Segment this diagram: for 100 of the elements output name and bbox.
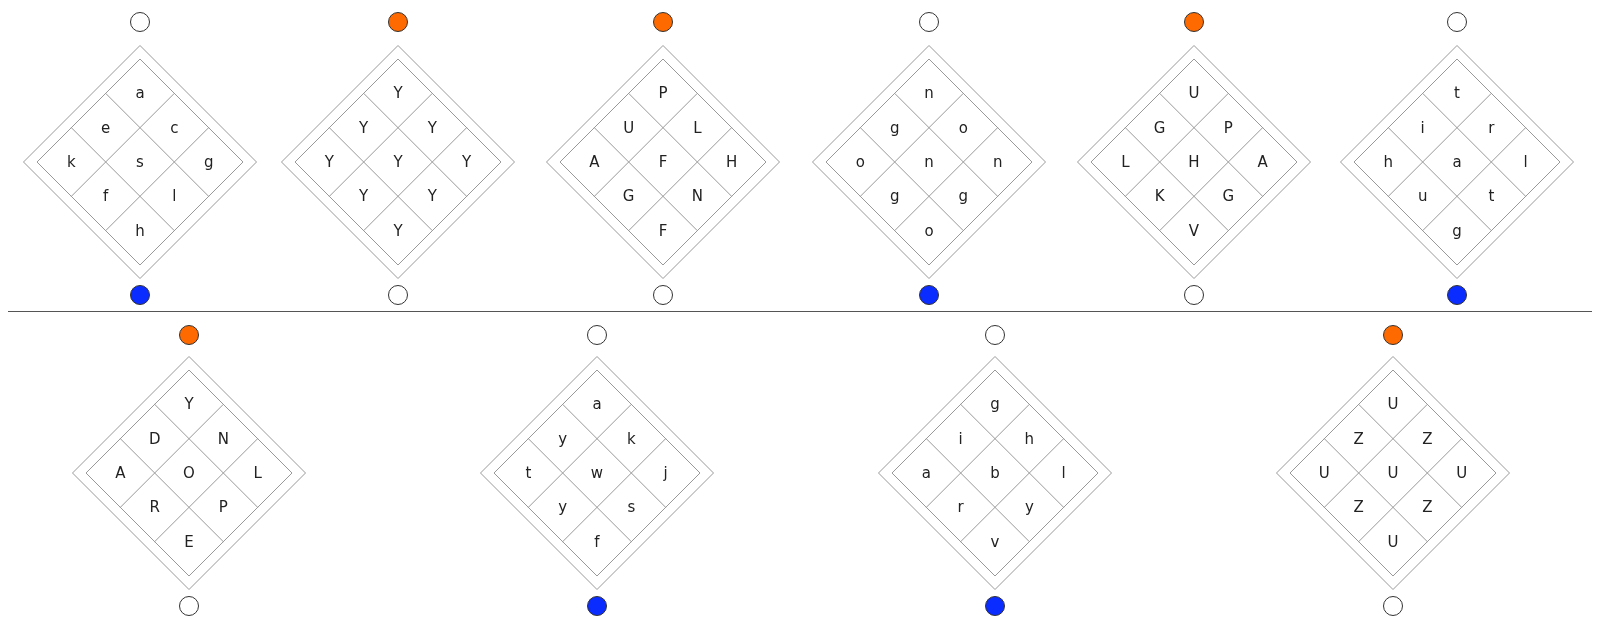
grid-letter: Z [1411,422,1444,455]
grid-letter: f [581,525,613,558]
circle-marker [1447,12,1467,32]
grid-letter: g [947,180,980,213]
circle-marker [1184,12,1204,32]
grid-letter: s [615,491,648,524]
grid-letter: k [615,422,648,455]
grid-letter: l [158,180,191,213]
grid-letter: Z [1411,491,1444,524]
circle-marker [1383,596,1403,616]
grid-letter: i [1406,111,1439,144]
letter-diamond [1077,45,1311,279]
grid-letter: Z [1342,491,1375,524]
grid-letter: Y [347,111,380,144]
grid-letter: K [1143,180,1176,213]
grid-letter: H [715,146,748,178]
grid-letter: U [1178,77,1210,110]
grid-letter: P [207,491,240,524]
letter-diamond [1340,45,1574,279]
grid-letter: Y [450,146,483,178]
letter-diamond [281,45,515,279]
grid-letter: h [124,214,156,247]
grid-letter: t [1441,77,1473,110]
grid-letter: n [913,77,945,110]
grid-letter: Y [173,388,205,421]
grid-letter: R [138,491,171,524]
grid-letter: n [981,146,1014,178]
circle-marker [985,596,1005,616]
grid-letter: O [173,457,205,489]
grid-letter: o [947,111,980,144]
grid-letter: l [1047,457,1080,489]
grid-letter: Y [416,180,449,213]
grid-letter: A [578,146,611,178]
grid-letter: Y [347,180,380,213]
circle-marker [919,285,939,305]
grid-letter: U [1377,388,1409,421]
grid-letter: s [124,146,156,178]
grid-letter: g [979,388,1011,421]
grid-letter: U [612,111,645,144]
grid-letter: E [173,525,205,558]
letter-diamond [1276,356,1510,590]
grid-letter: a [910,457,943,489]
grid-letter: H [1178,146,1210,178]
grid-letter: y [546,422,579,455]
grid-letter: U [1377,457,1409,489]
grid-letter: U [1445,457,1478,489]
circle-marker [388,285,408,305]
grid-letter: i [944,422,977,455]
grid-letter: L [241,457,274,489]
grid-letter: v [979,525,1011,558]
grid-letter: y [1013,491,1046,524]
grid-letter: Y [313,146,346,178]
circle-marker [1447,285,1467,305]
grid-letter: L [1109,146,1142,178]
grid-letter: D [138,422,171,455]
grid-letter: G [612,180,645,213]
grid-letter: c [158,111,191,144]
grid-letter: h [1013,422,1046,455]
letter-diamond [812,45,1046,279]
grid-letter: P [1212,111,1245,144]
grid-letter: b [979,457,1011,489]
grid-letter: t [1475,180,1508,213]
grid-letter: j [649,457,682,489]
letter-diamond [546,45,780,279]
grid-letter: N [681,180,714,213]
letter-diamond [878,356,1112,590]
grid-letter: g [192,146,225,178]
grid-letter: l [1509,146,1542,178]
grid-letter: h [1372,146,1405,178]
circle-marker [1383,325,1403,345]
grid-letter: f [89,180,122,213]
grid-letter: a [124,77,156,110]
grid-letter: t [512,457,545,489]
letter-diamond [480,356,714,590]
grid-letter: L [681,111,714,144]
grid-letter: o [913,214,945,247]
grid-letter: k [55,146,88,178]
grid-letter: U [1377,525,1409,558]
circle-marker [388,12,408,32]
grid-letter: F [647,214,679,247]
grid-letter: o [844,146,877,178]
circle-marker [653,285,673,305]
circle-marker [130,12,150,32]
grid-letter: a [581,388,613,421]
grid-letter: y [546,491,579,524]
circle-marker [179,596,199,616]
grid-letter: u [1406,180,1439,213]
grid-letter: Z [1342,422,1375,455]
grid-letter: G [1143,111,1176,144]
grid-letter: r [944,491,977,524]
grid-letter: F [647,146,679,178]
grid-letter: w [581,457,613,489]
circle-marker [587,325,607,345]
grid-letter: g [878,111,911,144]
grid-letter: Y [382,77,414,110]
grid-letter: a [1441,146,1473,178]
circle-marker [919,12,939,32]
grid-letter: U [1308,457,1341,489]
letter-diamond [72,356,306,590]
circle-marker [179,325,199,345]
